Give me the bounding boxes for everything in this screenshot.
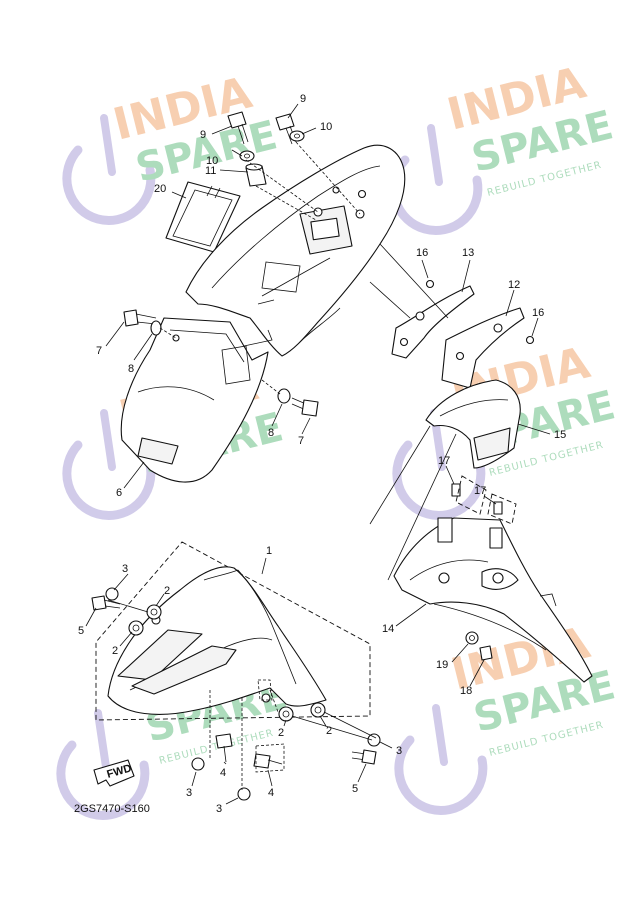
part-17-clip-left bbox=[451, 483, 461, 497]
part-4-bolt-b bbox=[253, 753, 283, 769]
callout-13: 13 bbox=[462, 247, 474, 259]
wrench-logo-icon bbox=[62, 409, 156, 520]
callout-2: 2 bbox=[278, 727, 284, 739]
callout-12: 12 bbox=[508, 279, 520, 291]
part-10-washer-right bbox=[289, 130, 305, 142]
part-11-collar bbox=[245, 163, 267, 187]
part-3-washer-c bbox=[191, 757, 205, 771]
part-2-grommet-c bbox=[278, 706, 294, 722]
part-7-bolt-left bbox=[123, 309, 157, 327]
callout-18: 18 bbox=[460, 685, 472, 697]
diagram-code: 2GS7470-S160 bbox=[74, 803, 150, 815]
callout-17: 17 bbox=[474, 485, 486, 497]
part-14-rear-fender bbox=[393, 517, 593, 683]
part-17-clip-right bbox=[493, 501, 503, 515]
part-7-bolt-right bbox=[291, 397, 319, 417]
callout-2: 2 bbox=[112, 645, 118, 657]
callout-14: 14 bbox=[382, 623, 394, 635]
part-16-bolt-right bbox=[525, 335, 535, 345]
wrench-logo-icon bbox=[56, 709, 150, 820]
part-8-washer-right bbox=[277, 388, 291, 404]
callout-15: 15 bbox=[554, 429, 566, 441]
watermark-bottom-right: INDIA SPARE REBUILD TOGETHER bbox=[394, 617, 620, 815]
part-5-bolt-right bbox=[351, 749, 377, 765]
watermark-top-right: INDIA SPARE REBUILD TOGETHER bbox=[389, 57, 618, 235]
callout-3: 3 bbox=[396, 745, 402, 757]
callout-9: 9 bbox=[200, 129, 206, 141]
part-6-inner-fender bbox=[120, 317, 269, 483]
wrench-logo-icon bbox=[389, 124, 483, 235]
part-15-fender-cover bbox=[425, 379, 521, 469]
callout-20: 20 bbox=[154, 183, 166, 195]
part-1-front-fender bbox=[107, 566, 327, 715]
callout-numbers: 9 9 10 10 11 20 7 8 8 7 6 16 13 12 16 15… bbox=[78, 93, 566, 815]
watermark-top-left: INDIA SPARE bbox=[62, 67, 282, 225]
part-3-washer-a bbox=[105, 587, 119, 601]
rear-tail-cowl bbox=[185, 144, 406, 357]
callout-2: 2 bbox=[164, 585, 170, 597]
callout-3: 3 bbox=[122, 563, 128, 575]
callout-8: 8 bbox=[268, 427, 274, 439]
callout-5: 5 bbox=[352, 783, 358, 795]
part-2-grommet-b bbox=[128, 620, 144, 636]
part-8-washer-left bbox=[150, 320, 162, 336]
callout-1: 1 bbox=[266, 545, 272, 557]
callout-17: 17 bbox=[438, 455, 450, 467]
callout-8: 8 bbox=[128, 363, 134, 375]
part-2-grommet-a bbox=[146, 604, 162, 620]
part-1-boundary bbox=[95, 541, 371, 721]
callout-16: 16 bbox=[416, 247, 428, 259]
part-3-washer-b bbox=[367, 733, 381, 747]
part-12-bracket bbox=[441, 307, 525, 389]
part-2-grommet-d bbox=[310, 702, 326, 718]
callout-4: 4 bbox=[220, 767, 226, 779]
callout-leaders bbox=[85, 103, 551, 805]
callout-19: 19 bbox=[436, 659, 448, 671]
part-19-nut bbox=[465, 631, 479, 645]
callout-16: 16 bbox=[532, 307, 544, 319]
part-3-washer-d bbox=[237, 787, 251, 801]
callout-4: 4 bbox=[268, 787, 274, 799]
part-4-bolt-a bbox=[215, 733, 233, 763]
wrench-logo-icon bbox=[394, 704, 488, 815]
callout-9: 9 bbox=[300, 93, 306, 105]
callout-5: 5 bbox=[78, 625, 84, 637]
part-13-bracket bbox=[391, 285, 475, 359]
part-18-bolt bbox=[479, 645, 493, 661]
callout-11: 11 bbox=[205, 165, 216, 177]
callout-10: 10 bbox=[320, 121, 332, 133]
callout-10: 10 bbox=[206, 155, 218, 167]
part-9-bolt-left bbox=[227, 111, 249, 145]
callout-3: 3 bbox=[186, 787, 192, 799]
callout-7: 7 bbox=[96, 345, 102, 357]
part-5-bolt-left bbox=[91, 595, 121, 611]
part-16-bolt-upper bbox=[425, 279, 435, 289]
callout-7: 7 bbox=[298, 435, 304, 447]
callout-6: 6 bbox=[116, 487, 122, 499]
wrench-logo-icon bbox=[62, 114, 156, 225]
part-10-washer-left bbox=[239, 150, 255, 162]
fwd-arrow-icon: FWD bbox=[93, 759, 135, 787]
callout-2: 2 bbox=[326, 725, 332, 737]
callout-3: 3 bbox=[216, 803, 222, 815]
